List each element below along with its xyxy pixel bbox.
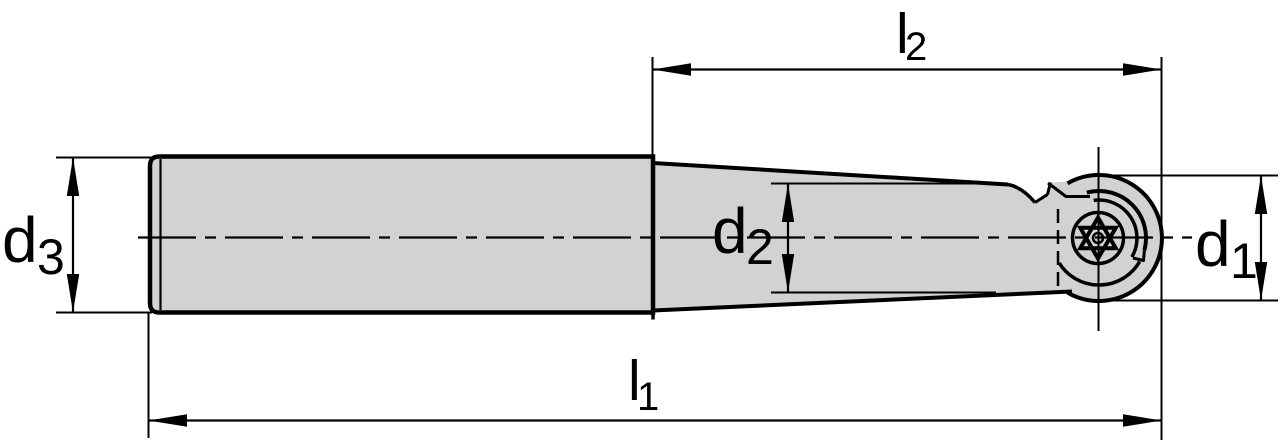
label-l1: l — [628, 349, 641, 413]
screw-head-circle — [1070, 210, 1126, 266]
d2-arrow-up — [781, 183, 795, 222]
dimension-labels: l 2 l 1 d 3 d 2 d 1 — [2, 2, 1258, 419]
d2-arrow-down — [781, 254, 795, 293]
label-d2-sub: 2 — [746, 219, 774, 275]
pocket-curve — [1007, 182, 1037, 204]
d1-arrow-up — [1254, 175, 1268, 214]
d3-arrow-up — [66, 157, 80, 196]
l1-arrow-left — [148, 414, 187, 427]
head-outer-arc — [1066, 173, 1164, 303]
insert-edge-arc-inner — [1093, 198, 1139, 258]
label-l2-sub: 2 — [905, 25, 927, 69]
arrowheads — [66, 63, 1268, 427]
neck-bottom-edge — [652, 289, 1073, 313]
pocket-seat-lines — [1034, 181, 1090, 204]
neck-top-edge — [652, 161, 1009, 187]
shank-fill — [150, 156, 653, 313]
d3-arrow-down — [66, 274, 80, 313]
label-d1-sub: 1 — [1230, 233, 1258, 289]
torx-screw-icon — [1070, 210, 1126, 266]
l2-arrow-left — [652, 63, 691, 76]
tool-body-outlines — [147, 154, 1090, 320]
tool-body — [150, 156, 1162, 313]
label-d2: d — [712, 195, 748, 267]
label-l1-sub: 1 — [637, 375, 659, 419]
label-d1: d — [1195, 208, 1231, 280]
insert-edge-arc-outer — [1086, 189, 1148, 251]
label-d3-sub: 3 — [37, 229, 65, 285]
insert-bottom-arc — [1057, 260, 1142, 287]
insert-head — [1057, 173, 1164, 303]
screw-center-circle — [1091, 231, 1105, 245]
label-d3: d — [2, 204, 38, 276]
l2-arrow-right — [1123, 63, 1162, 76]
label-l2: l — [896, 2, 909, 66]
insert-edge-notch — [1132, 250, 1146, 262]
l1-arrow-right — [1123, 414, 1162, 427]
d1-arrow-down — [1254, 262, 1268, 301]
torx-star-triangle-up — [1076, 213, 1120, 251]
shank-outline — [147, 154, 656, 315]
torx-star-triangle-down — [1076, 225, 1120, 263]
